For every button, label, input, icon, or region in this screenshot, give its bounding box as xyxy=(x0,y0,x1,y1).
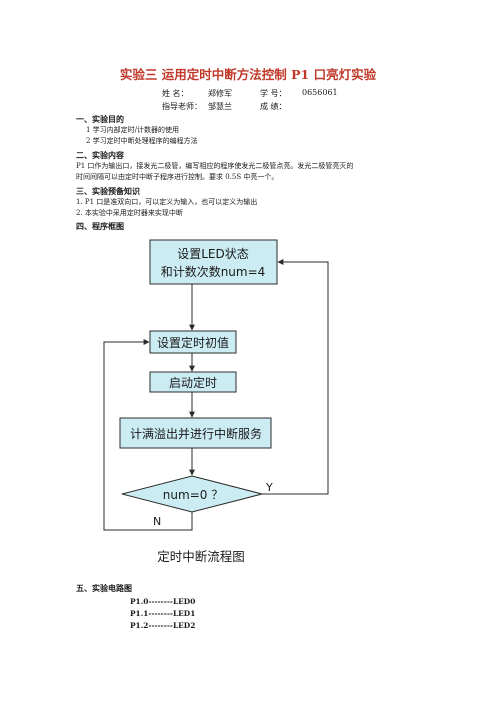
flow-box-init-led-line2: 和计数次数num=4 xyxy=(161,264,266,279)
flow-box-overflow-interrupt-label: 计满溢出并进行中断服务 xyxy=(130,426,262,441)
teacher-label: 指导老师： xyxy=(162,102,202,111)
doc-title: 实验三 运用定时中断方法控制 P1 口亮灯实验 xyxy=(119,67,377,82)
flow-box-init-led-line1: 设置LED状态 xyxy=(177,247,249,261)
flow-no-path xyxy=(103,339,193,531)
flow-box-set-timer-initial xyxy=(149,330,237,354)
teacher-value: 邹慧兰 xyxy=(208,102,232,111)
prerequisite-line-1: 1. P1 口是准双向口，可以定义为输入，也可以定义为输出 xyxy=(76,198,258,206)
flow-box-start-timer-label: 启动定时 xyxy=(169,375,217,390)
purpose-line-1: 1 学习内部定时/计数器的使用 xyxy=(86,126,180,134)
section-heading-circuit: 五、实验电路图 xyxy=(76,583,132,593)
name-label: 姓 名： xyxy=(162,89,189,98)
section-heading-content: 二、实验内容 xyxy=(76,150,124,160)
circuit-line-3: P1.2--------LED2 xyxy=(130,621,196,630)
flow-yes-path xyxy=(262,259,329,495)
flow-box-start-timer xyxy=(149,371,237,393)
prerequisite-line-2: 2. 本实验中采用定时器来实现中断 xyxy=(76,209,183,217)
circuit-line-2: P1.1--------LED1 xyxy=(130,609,196,618)
purpose-line-2: 2 学习定时中断处理程序的编程方法 xyxy=(86,137,198,145)
flow-decision-label: num=0 ？ xyxy=(163,488,223,502)
flowchart-caption: 定时中断流程图 xyxy=(157,549,245,564)
section-heading-prerequisites: 三、实验预备知识 xyxy=(76,186,140,196)
section-heading-block-diagram: 四、程序框图 xyxy=(76,221,124,231)
content-line-1: P1 口作为输出口，接发光二极管，编写相应的程序使发光二极管点亮。发光二极管亮灭… xyxy=(76,162,354,170)
circuit-line-1: P1.0--------LED0 xyxy=(130,597,196,606)
flow-box-init-led xyxy=(149,239,278,285)
flow-yes-label: Y xyxy=(265,481,273,494)
student-id-value: 0656061 xyxy=(302,88,338,97)
name-value: 郑修军 xyxy=(208,89,232,98)
flow-no-label: N xyxy=(153,515,161,528)
flow-box-overflow-interrupt xyxy=(119,417,272,449)
section-heading-purpose: 一、实验目的 xyxy=(76,114,124,124)
student-id-label: 学 号： xyxy=(260,89,287,98)
content-line-2: 时间间隔可以由定时中断子程序进行控制。要求 0.5S 中亮一个。 xyxy=(76,173,279,181)
flow-box-set-timer-initial-label: 设置定时初值 xyxy=(157,335,229,350)
grade-label: 成 绩： xyxy=(260,102,287,111)
